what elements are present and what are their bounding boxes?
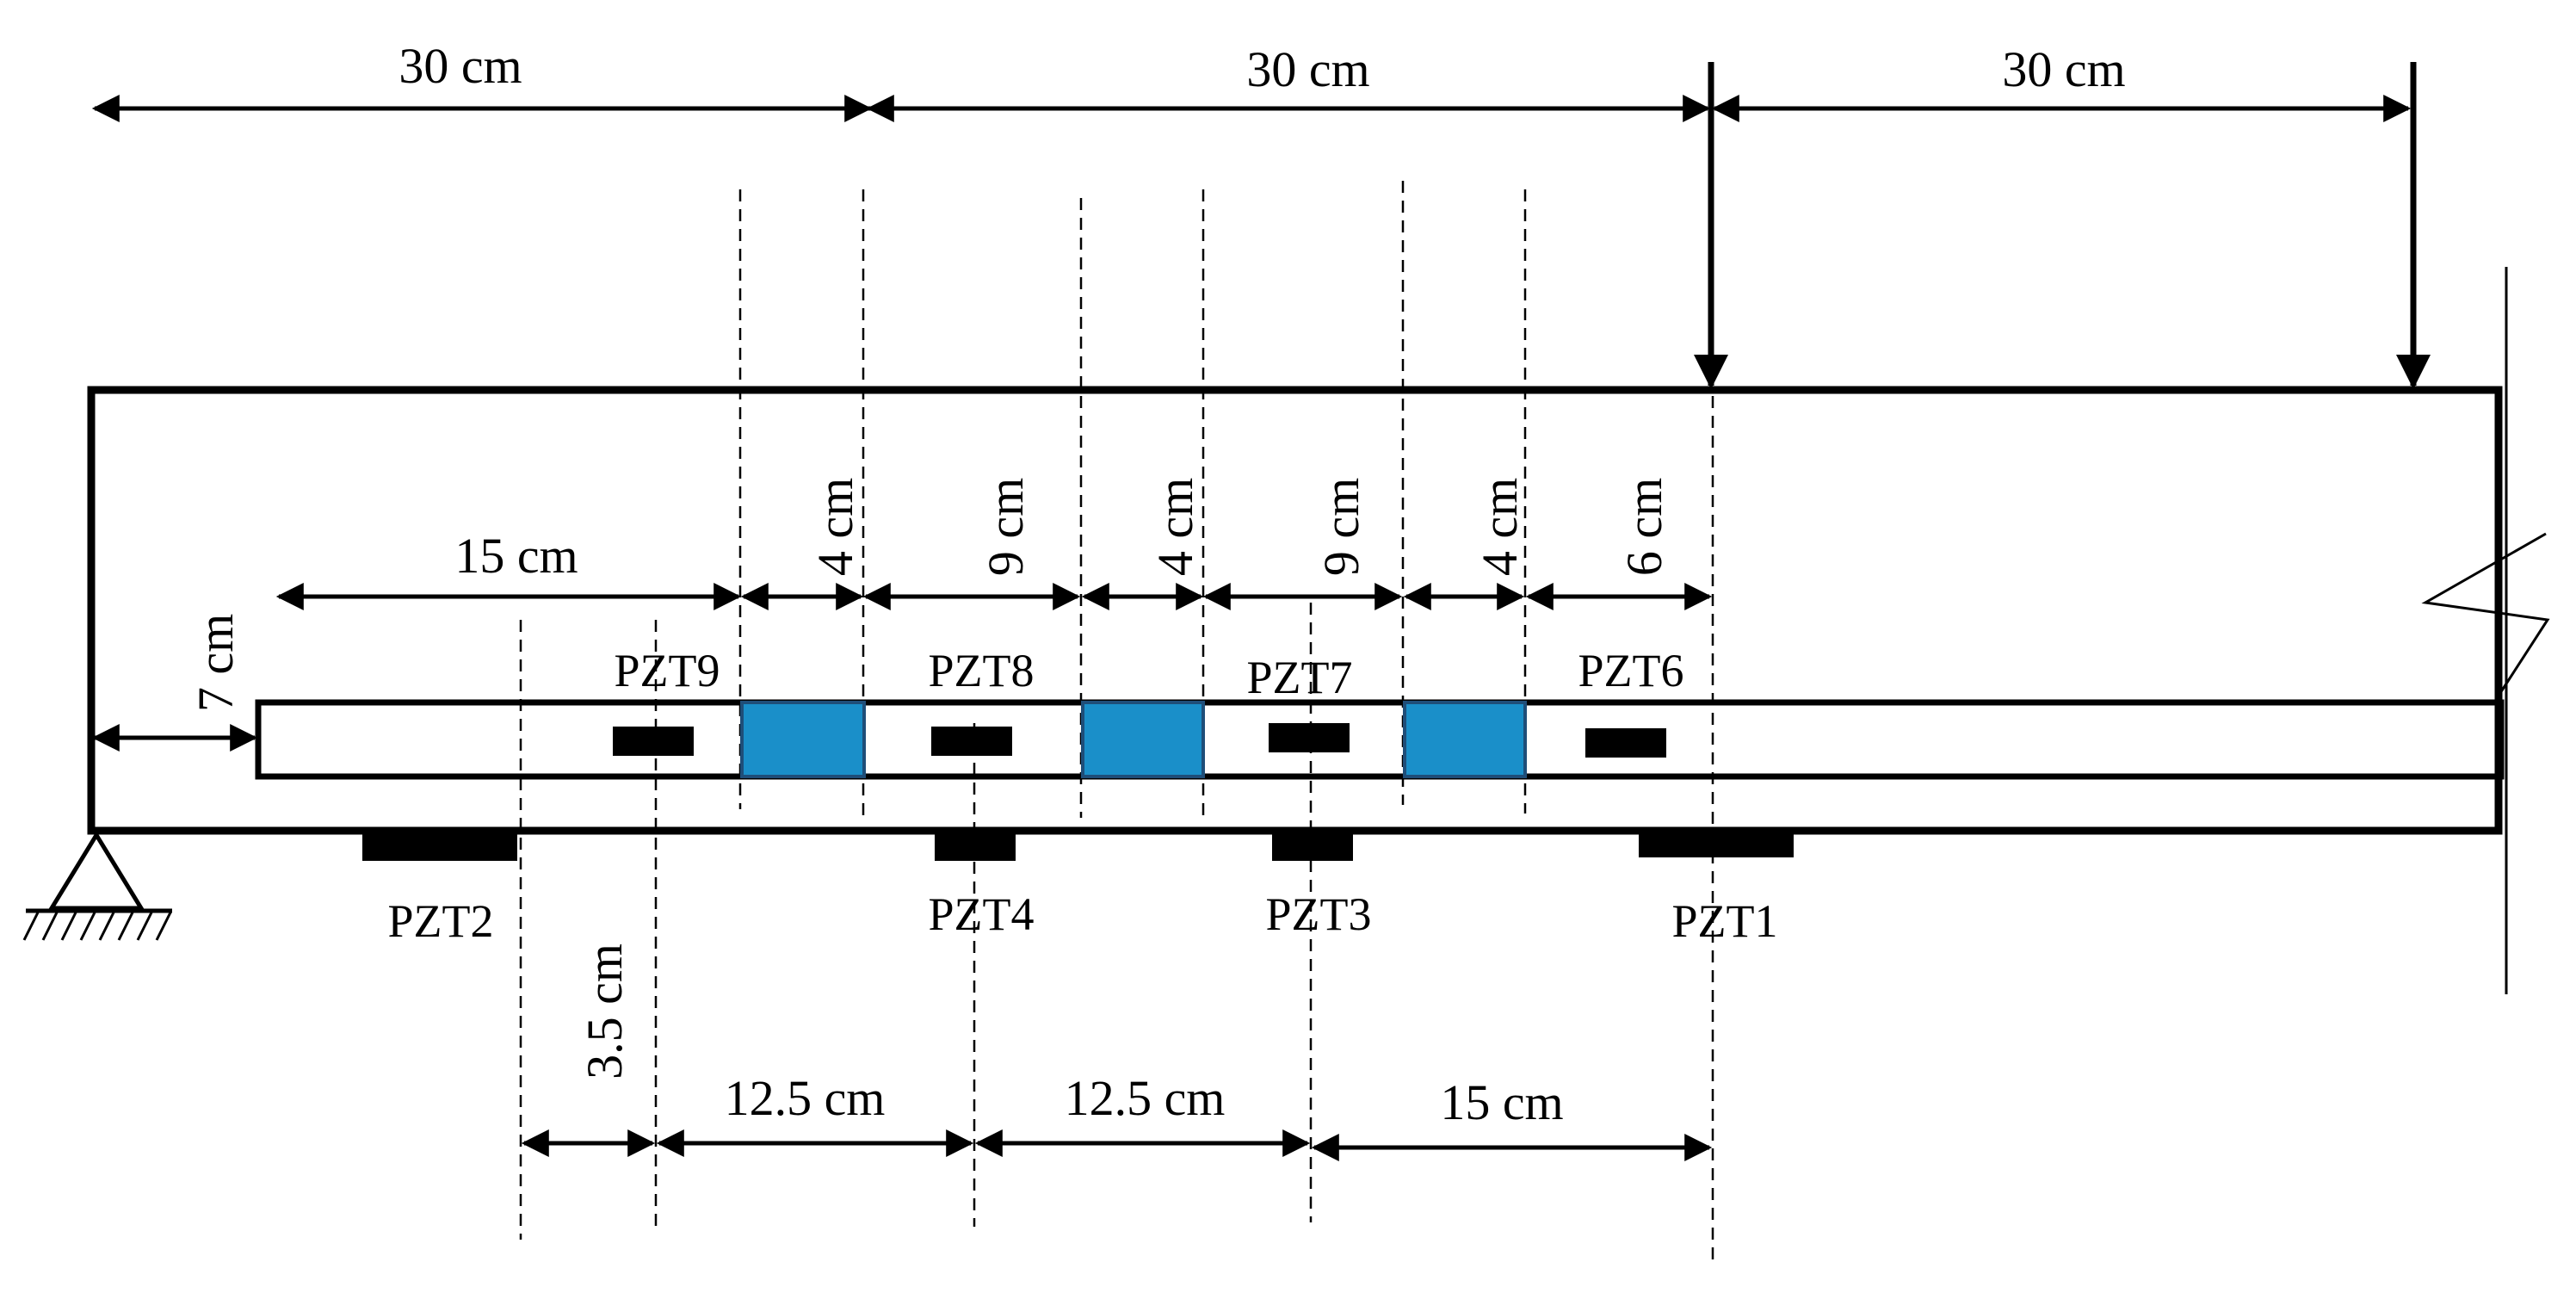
label-pzt8: PZT8: [928, 645, 1034, 696]
label-pzt1: PZT1: [1671, 895, 1777, 947]
label-pzt9: PZT9: [614, 645, 720, 696]
dim-label-4c: 4 cm: [1472, 478, 1528, 576]
dim-label-15: 15 cm: [454, 528, 578, 584]
dim-label-15-bottom: 15 cm: [1440, 1074, 1563, 1130]
bottom-dimension-arrows: [521, 1129, 1713, 1161]
concrete-beam: [87, 386, 2503, 835]
dim-label-cover: 7 cm: [188, 614, 244, 712]
label-pzt2: PZT2: [387, 895, 493, 947]
inner-dimension-arrows: [91, 583, 1713, 752]
label-pzt3: PZT3: [1265, 888, 1371, 940]
dim-label-9a: 9 cm: [978, 478, 1034, 576]
steel-patches: [740, 701, 1527, 778]
dim-label-6: 6 cm: [1616, 478, 1672, 576]
dim-label-12-5b: 12.5 cm: [1065, 1070, 1226, 1126]
sensor-pzt8: [931, 727, 1012, 756]
sensor-pzt1: [1639, 833, 1794, 857]
steel-patch-3: [1403, 701, 1527, 778]
sensor-pzt4: [935, 833, 1016, 861]
load-arrows: [1694, 62, 2431, 389]
label-pzt6: PZT6: [1578, 645, 1683, 696]
sensor-pzt7: [1269, 723, 1350, 752]
dim-label-12-5a: 12.5 cm: [725, 1070, 886, 1126]
sensor-pzt6: [1585, 728, 1666, 758]
dim-label-top-1: 30 cm: [398, 38, 522, 94]
steel-patch-1: [740, 701, 866, 778]
surface-sensor-marks: [362, 833, 1794, 861]
dim-label-3-5: 3.5 cm: [577, 943, 633, 1080]
dim-label-9b: 9 cm: [1313, 478, 1369, 576]
dim-label-top-2: 30 cm: [1246, 41, 1369, 97]
dim-label-top-3: 30 cm: [2002, 41, 2125, 97]
label-pzt7: PZT7: [1246, 652, 1352, 703]
rebar: [255, 699, 2505, 780]
pin-support-icon: [22, 831, 172, 941]
break-line-icon: [2421, 532, 2550, 694]
label-pzt4: PZT4: [928, 888, 1034, 940]
embedded-sensor-marks: [613, 723, 1666, 758]
sensor-pzt2: [362, 833, 517, 861]
dim-label-4b: 4 cm: [1147, 478, 1203, 576]
sensor-pzt9: [613, 727, 694, 756]
dim-label-4a: 4 cm: [807, 478, 863, 576]
sensor-pzt3: [1272, 833, 1353, 861]
steel-patch-2: [1081, 701, 1205, 778]
